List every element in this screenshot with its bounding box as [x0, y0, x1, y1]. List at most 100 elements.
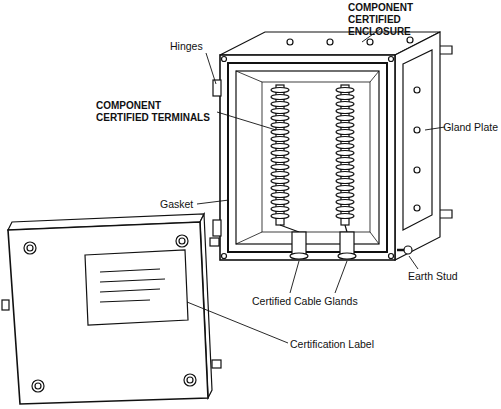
terminal-rails-part	[336, 200, 354, 205]
terminal-rails-part	[336, 158, 354, 163]
box-screws-part	[407, 37, 413, 43]
terminal-rails-part	[271, 207, 289, 212]
box-screws-part	[389, 57, 394, 62]
terminal-rails-part	[271, 102, 289, 107]
gland-plate-part	[414, 167, 420, 173]
gland-plate-label: Gland Plate	[443, 121, 498, 133]
lid-part	[210, 238, 219, 246]
hinges-part	[213, 80, 221, 96]
cable-glands-part	[290, 253, 308, 259]
terminal-rails-part	[336, 186, 354, 191]
lid-screws-part	[27, 245, 33, 251]
terminal-rails-part	[271, 95, 289, 100]
terminal-rails	[271, 85, 354, 225]
certification-plate-part	[85, 250, 188, 325]
lid-part	[8, 222, 208, 404]
lid-screws-part	[24, 242, 36, 254]
cable-glands-part	[280, 225, 299, 232]
box-screws-part	[222, 57, 227, 62]
terminal-rails-part	[271, 130, 289, 135]
enclosure-box-part	[236, 71, 379, 244]
lid-screws-part	[32, 380, 44, 392]
earth-stud-label: Earth Stud	[408, 270, 458, 282]
terminal-rails-part	[336, 102, 354, 107]
terminal-rails-part	[271, 123, 289, 128]
gland-plate-part	[403, 50, 432, 230]
gasket-label: Gasket	[160, 198, 193, 210]
lid-screws-part	[187, 377, 193, 383]
mounting-tabs-part	[440, 46, 452, 54]
enclosure-box-part	[370, 232, 379, 244]
enclosure-box-part	[370, 71, 379, 82]
terminal-rails-part	[271, 88, 289, 93]
terminal-rails-part	[271, 151, 289, 156]
terminal-rails-part	[271, 137, 289, 142]
terminal-rails-part	[271, 158, 289, 163]
terminal-rails-part	[271, 172, 289, 177]
hinges-label: Hinges	[170, 40, 203, 52]
box-screws-part	[287, 39, 293, 45]
terminal-rails-part	[271, 214, 289, 219]
terminal-rails-part	[271, 179, 289, 184]
lid-part	[2, 300, 9, 310]
certification-plate-part	[100, 289, 160, 292]
lid-screws-part	[176, 235, 188, 247]
gland-plate-part	[414, 127, 420, 133]
terminal-rails-part	[336, 179, 354, 184]
gland-plate-part	[414, 205, 420, 211]
terminal-rails-part	[336, 151, 354, 156]
enclosure-box-part	[395, 32, 440, 260]
lid-screws-part	[184, 374, 196, 386]
certification-plate-part	[100, 269, 160, 272]
leader-lines	[187, 29, 445, 343]
lid-screws-part	[35, 383, 41, 389]
hinges-part	[213, 220, 221, 236]
enclosure-box-part	[228, 63, 387, 252]
enclosure-box-part	[220, 55, 395, 260]
enclosure-box-part	[236, 232, 262, 244]
terminal-rails-part	[271, 193, 289, 198]
terminal-rails-part	[336, 109, 354, 114]
terminal-rails-part	[336, 95, 354, 100]
leader-lines-part	[290, 261, 299, 293]
leader-lines-part	[425, 127, 445, 130]
box-screws	[222, 37, 414, 259]
terminal-rails-part	[336, 144, 354, 149]
terminal-rails-part	[271, 144, 289, 149]
terminal-rails-part	[271, 186, 289, 191]
box-screws-part	[222, 254, 227, 259]
leader-lines-part	[409, 256, 418, 269]
terminal-rails-part	[336, 137, 354, 142]
gland-plate	[403, 50, 432, 230]
lid-screws-part	[179, 238, 185, 244]
hinges	[213, 80, 221, 236]
terminal-rails-part	[336, 130, 354, 135]
lid-part	[212, 360, 221, 368]
cable-glands-part	[345, 225, 347, 232]
box-screws-part	[389, 254, 394, 259]
cable-glands-part	[338, 253, 356, 259]
lid	[2, 214, 221, 404]
leader-lines-part	[197, 200, 229, 204]
certification-plate	[85, 250, 188, 325]
enclosure-label: COMPONENT CERTIFIED ENCLOSURE	[348, 2, 463, 38]
terminal-rails-part	[336, 207, 354, 212]
box-screws-part	[327, 39, 333, 45]
gland-plate-part	[414, 87, 420, 93]
terminal-rails-part	[336, 88, 354, 93]
terminal-rails-part	[336, 116, 354, 121]
certification-label-text: Certification Label	[290, 338, 374, 350]
terminal-rails-part	[336, 165, 354, 170]
mounting-tabs-part	[440, 210, 452, 218]
terminal-rails-part	[271, 165, 289, 170]
enclosure-box-part	[236, 71, 262, 82]
leader-lines-part	[187, 302, 288, 343]
earth-stud-part	[404, 246, 412, 254]
terminal-rails-part	[336, 172, 354, 177]
enclosure-box	[220, 32, 440, 260]
terminal-rails-part	[336, 123, 354, 128]
enclosure-box-part	[262, 82, 370, 232]
terminal-rails-part	[271, 200, 289, 205]
terminal-rails-part	[271, 116, 289, 121]
